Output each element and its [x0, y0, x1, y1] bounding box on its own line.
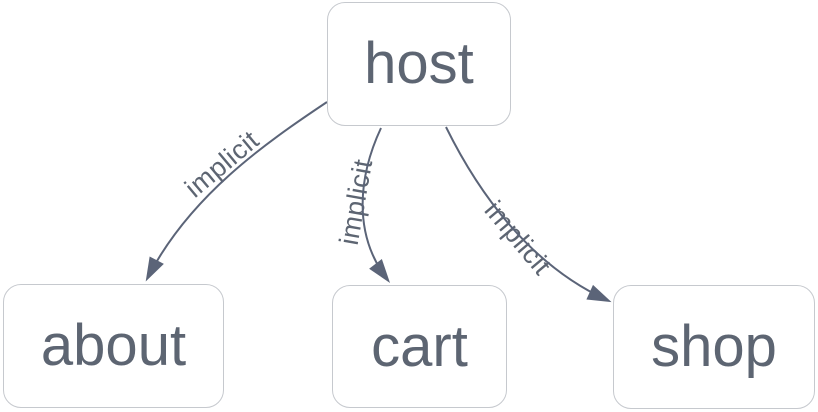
node-about: about: [3, 284, 224, 408]
node-cart-label: cart: [371, 313, 468, 379]
node-host-label: host: [364, 31, 474, 96]
node-shop: shop: [613, 285, 815, 409]
node-about-label: about: [40, 313, 187, 378]
edge-host-cart: [361, 127, 391, 283]
node-shop-label: shop: [651, 314, 777, 379]
edge-host-shop: [445, 126, 612, 303]
edge-label-host-shop: implicit: [479, 195, 558, 281]
node-host: host: [327, 2, 511, 126]
edge-label-host-about: implicit: [179, 125, 265, 204]
edge-label-host-cart: implicit: [334, 157, 379, 247]
node-cart: cart: [332, 285, 507, 408]
edge-host-about: [145, 101, 328, 282]
